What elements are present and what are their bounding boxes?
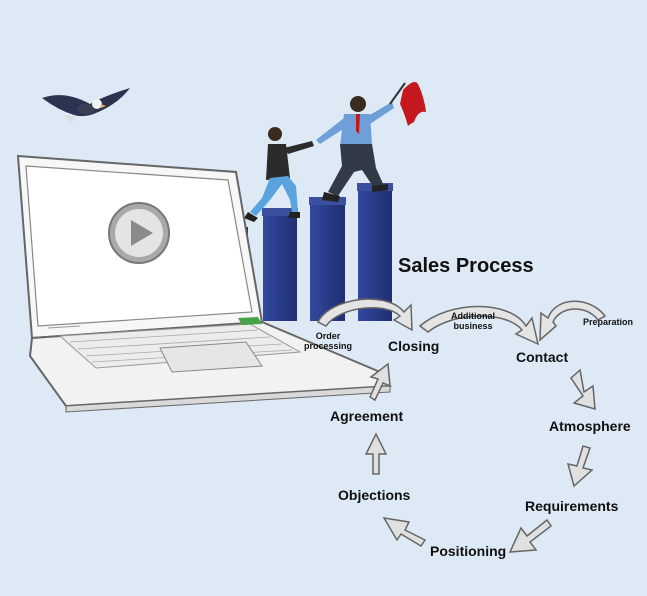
loop-label-order-processing: Order processing (304, 331, 352, 351)
loop-label-additional-business: Additional business (451, 311, 495, 331)
person-icon (316, 96, 394, 202)
step-contact: Contact (516, 349, 568, 365)
arrow-atmosphere-to-requirements (568, 446, 592, 486)
step-requirements: Requirements (525, 498, 618, 514)
loop-label-line: business (451, 321, 495, 331)
flag-icon (390, 82, 426, 126)
arrow-positioning-to-objections (384, 518, 425, 546)
person-icon (244, 127, 314, 222)
arrow-objections-to-agreement (366, 434, 386, 474)
eagle-icon (42, 88, 130, 123)
step-atmosphere: Atmosphere (549, 418, 631, 434)
step-agreement: Agreement (330, 408, 403, 424)
diagram-title: Sales Process (398, 255, 534, 278)
play-icon[interactable] (109, 203, 169, 263)
step-positioning: Positioning (430, 543, 506, 559)
step-closing: Closing (388, 338, 439, 354)
loop-label-preparation: Preparation (583, 317, 633, 327)
arrow-contact-to-atmosphere (571, 370, 595, 409)
loop-label-line: Additional (451, 311, 495, 321)
arrow-requirements-to-positioning (510, 520, 551, 552)
loop-label-line: processing (304, 341, 352, 351)
step-objections: Objections (338, 487, 410, 503)
loop-label-line: Order (304, 331, 352, 341)
